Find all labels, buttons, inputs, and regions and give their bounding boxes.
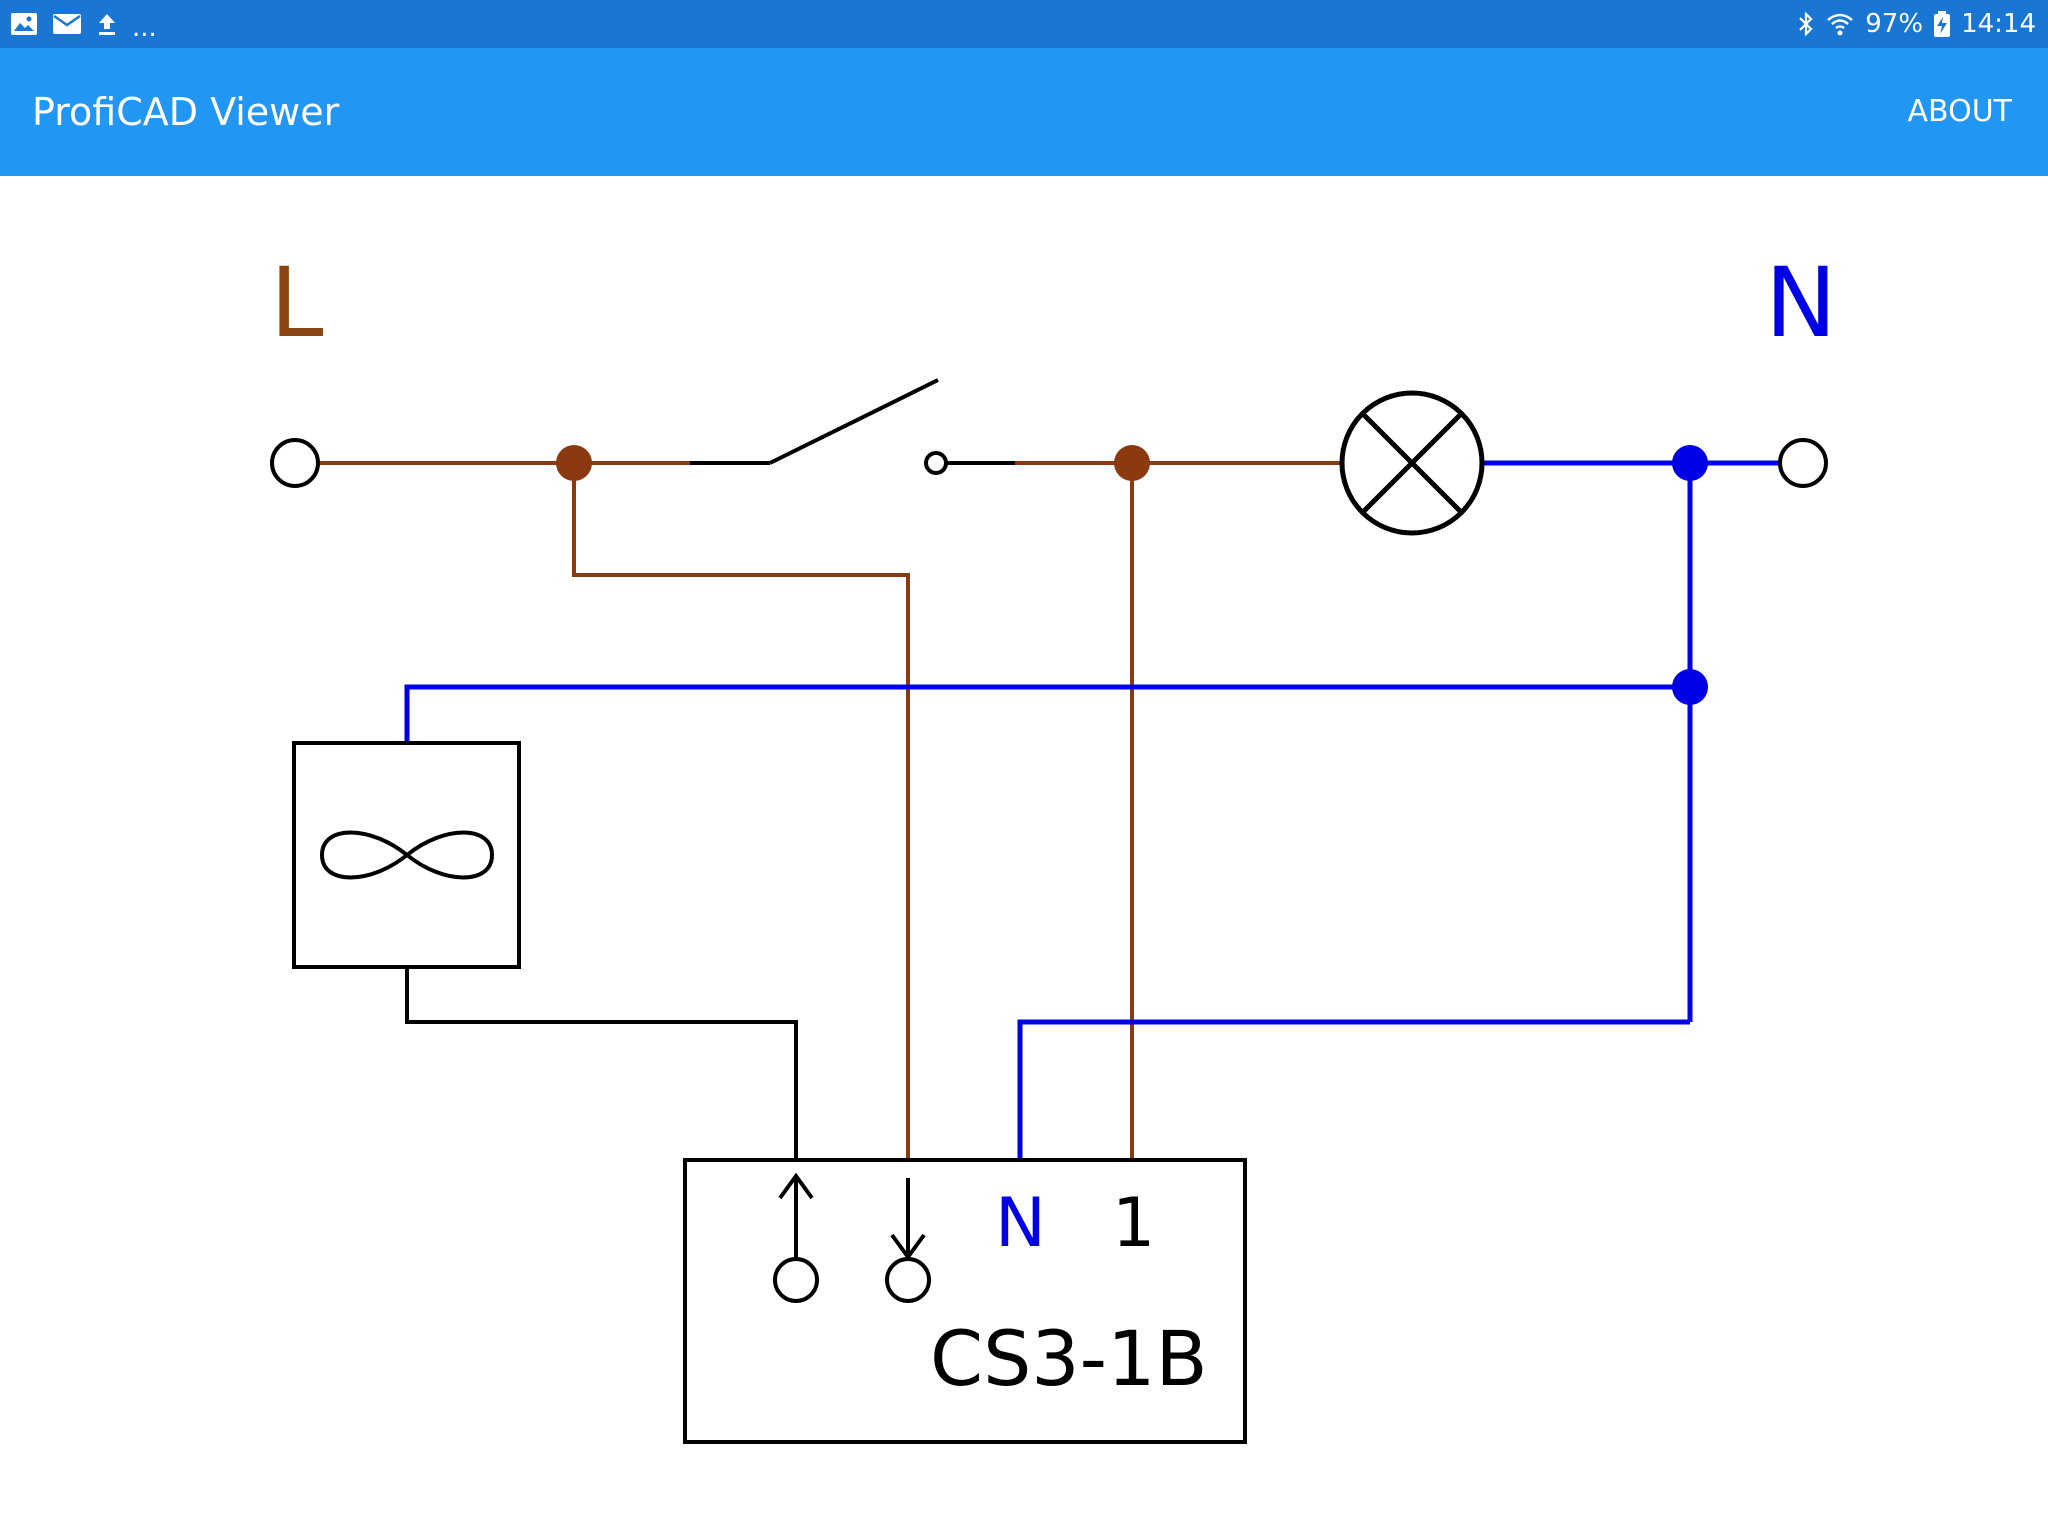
switch-symbol: [690, 378, 1015, 475]
neutral-terminal: [1778, 438, 1828, 488]
line-terminal: [270, 438, 320, 488]
status-right-icons: 97% 14:14: [1797, 0, 2036, 48]
clock: 14:14: [1961, 9, 2036, 39]
wifi-icon: [1825, 10, 1855, 38]
about-button[interactable]: ABOUT: [1907, 94, 2012, 129]
schematic-canvas[interactable]: L N: [0, 176, 2048, 1536]
status-overflow: ...: [132, 13, 157, 43]
bluetooth-icon: [1797, 10, 1815, 38]
neutral-junction-top: [1672, 445, 1708, 481]
neutral-junction-middle: [1672, 669, 1708, 705]
status-left-icons: ...: [10, 0, 157, 48]
module-cs3-1b: N 1 CS3-1B: [683, 1158, 1247, 1444]
module-pin-1: 1: [1112, 1184, 1155, 1263]
app-bar: ProfiCAD Viewer ABOUT: [0, 48, 2048, 176]
neutral-wires: [404, 460, 1780, 1160]
mail-icon: [52, 13, 82, 35]
module-name: CS3-1B: [930, 1314, 1208, 1403]
upload-icon: [96, 12, 118, 36]
control-wires: [405, 967, 798, 1160]
fan-symbol: [292, 741, 521, 969]
app-title: ProfiCAD Viewer: [32, 90, 340, 134]
module-pin-n: N: [995, 1184, 1046, 1263]
image-icon: [10, 12, 38, 36]
battery-percent: 97%: [1865, 9, 1924, 39]
phase-wires: [318, 461, 1342, 1160]
status-bar: ... 97% 14:14: [0, 0, 2048, 48]
phase-junction-right: [1114, 445, 1150, 481]
battery-charging-icon: [1933, 10, 1951, 38]
neutral-label: N: [1765, 247, 1837, 359]
line-label: L: [270, 247, 323, 359]
lamp-symbol: [1339, 390, 1485, 536]
schematic-drawing: L N: [270, 247, 1837, 1444]
phase-junction-left: [556, 445, 592, 481]
